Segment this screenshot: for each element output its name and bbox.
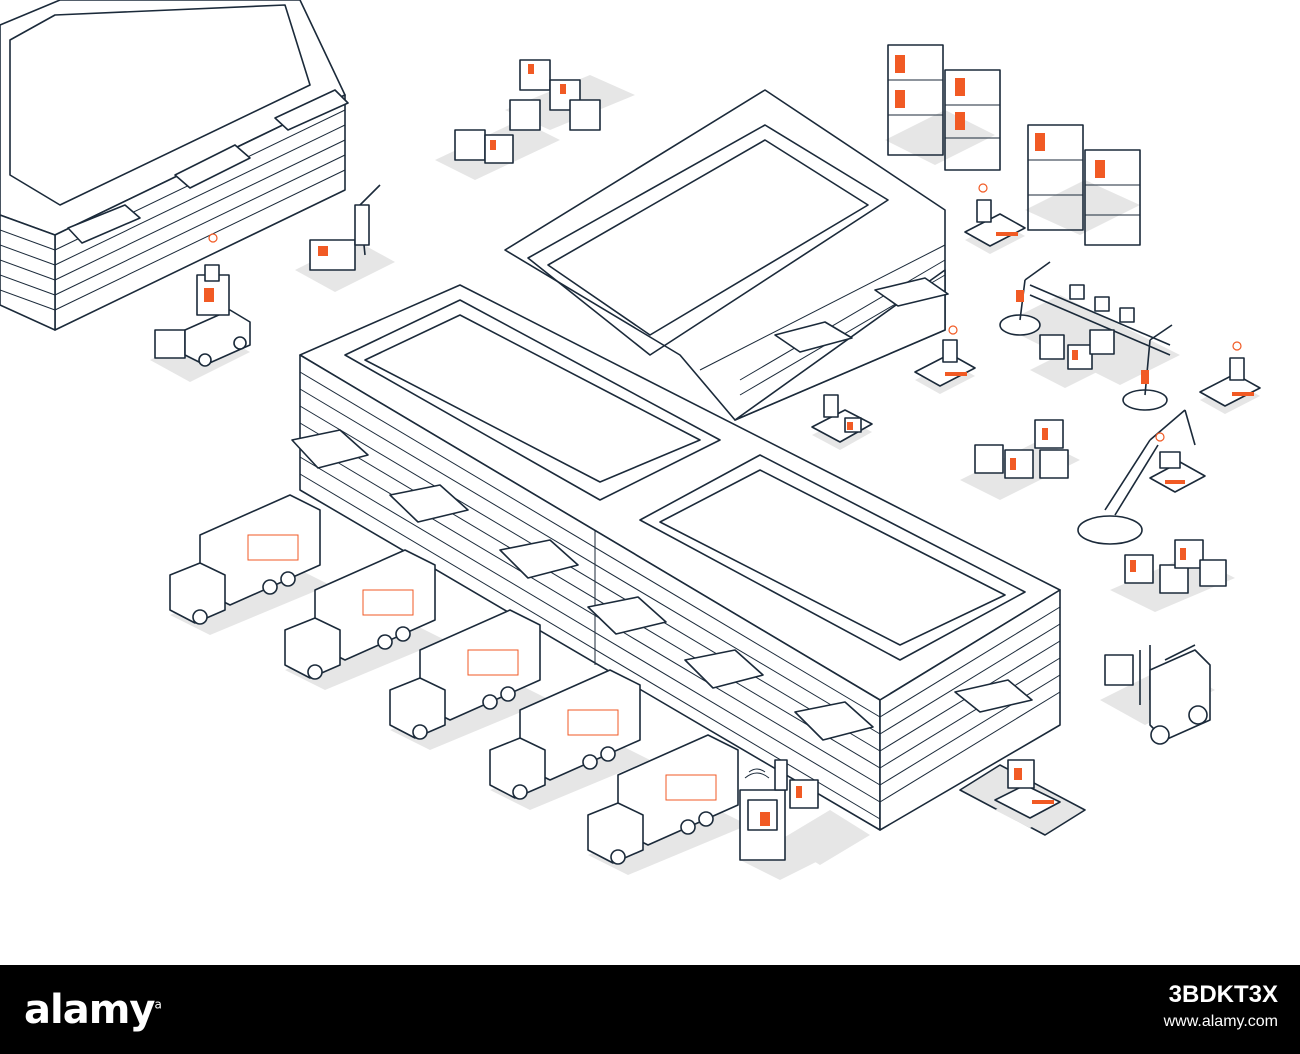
pallet-boxes-right [960, 329, 1235, 612]
truck [284, 549, 445, 690]
site-url: www.alamy.com [1163, 1013, 1278, 1030]
picking-station [739, 759, 820, 880]
truck [389, 609, 550, 750]
truck [489, 669, 650, 810]
main-warehouse [291, 89, 1086, 865]
shelving-racks [885, 44, 1141, 246]
truck [169, 494, 330, 635]
wifi-signal-icon [208, 183, 1242, 442]
robotic-arm [999, 261, 1196, 545]
agv-robot [964, 199, 1026, 254]
agv-robot [1149, 451, 1206, 493]
warehouse-illustration [0, 0, 1261, 880]
awning [67, 89, 349, 244]
image-id: 3BDKT3X [1168, 981, 1278, 1008]
brand-logo: alamya [24, 987, 162, 1033]
watermark-footer: alamya 3BDKT3X www.alamy.com [0, 965, 1300, 1054]
agv-robot [1199, 357, 1261, 414]
forklift [1100, 644, 1215, 745]
agv-robot [914, 339, 976, 394]
agv-robot [994, 759, 1061, 828]
truck-fleet [169, 494, 748, 875]
truck [587, 734, 748, 875]
pallet-boxes-top [435, 59, 635, 180]
forklift [150, 264, 251, 382]
left-warehouse-building [0, 0, 349, 331]
agv-robot [811, 394, 873, 450]
loading-dock-awning [291, 277, 1033, 741]
image-info: 3BDKT3X www.alamy.com [1164, 981, 1278, 1031]
pallet-jack-robot [295, 184, 395, 292]
